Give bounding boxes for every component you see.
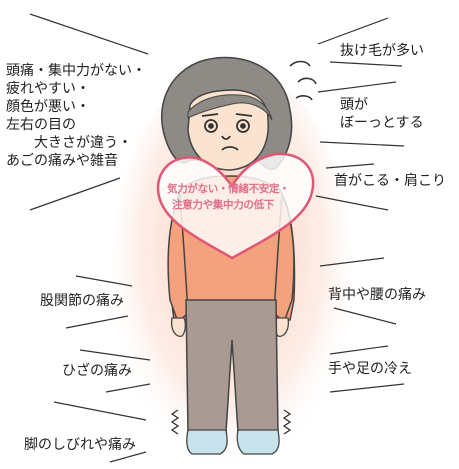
symptom-head-line-4: 左右の目の bbox=[6, 117, 76, 133]
symptom-hip: 股関節の痛み bbox=[40, 293, 124, 309]
symptom-hair: 抜け毛が多い bbox=[340, 43, 424, 59]
heart-shape bbox=[156, 152, 315, 260]
left-hand bbox=[170, 317, 186, 337]
symptom-head-b: ぼーっとする bbox=[340, 115, 424, 131]
leader-lines-left bbox=[29, 13, 151, 463]
symptom-leg: 脚のしびれや痛み bbox=[24, 437, 136, 453]
right-sock bbox=[236, 429, 280, 455]
symptom-knee: ひざの痛み bbox=[62, 363, 132, 379]
symptom-head-line-1: 頭痛・集中力がない・ bbox=[6, 63, 146, 79]
heart-text-line-1: 気力がない・情緒不安定・ bbox=[167, 183, 290, 195]
heart-text-line-2: 注意力や集中力の低下 bbox=[172, 199, 274, 211]
symptom-head-line-5: 大きさが違う・ bbox=[34, 135, 132, 151]
leader-lines-right bbox=[315, 17, 405, 393]
symptom-head-line-2: 疲れやすい・ bbox=[6, 81, 90, 97]
symptom-back: 背中や腰の痛み bbox=[328, 287, 426, 303]
sweat-marks bbox=[289, 60, 317, 101]
left-sock bbox=[186, 429, 228, 455]
symptom-cold: 手や足の冷え bbox=[328, 361, 412, 377]
symptom-neck: 首がこる・肩こり bbox=[334, 173, 446, 189]
bangs bbox=[187, 94, 273, 121]
symptom-head-line-3: 顔色が悪い・ bbox=[6, 99, 90, 115]
symptom-head-line-6: あごの痛みや雑音 bbox=[6, 153, 118, 169]
eyes bbox=[201, 113, 253, 151]
tremble-marks bbox=[170, 409, 292, 435]
symptom-head-a: 頭が bbox=[340, 97, 368, 113]
